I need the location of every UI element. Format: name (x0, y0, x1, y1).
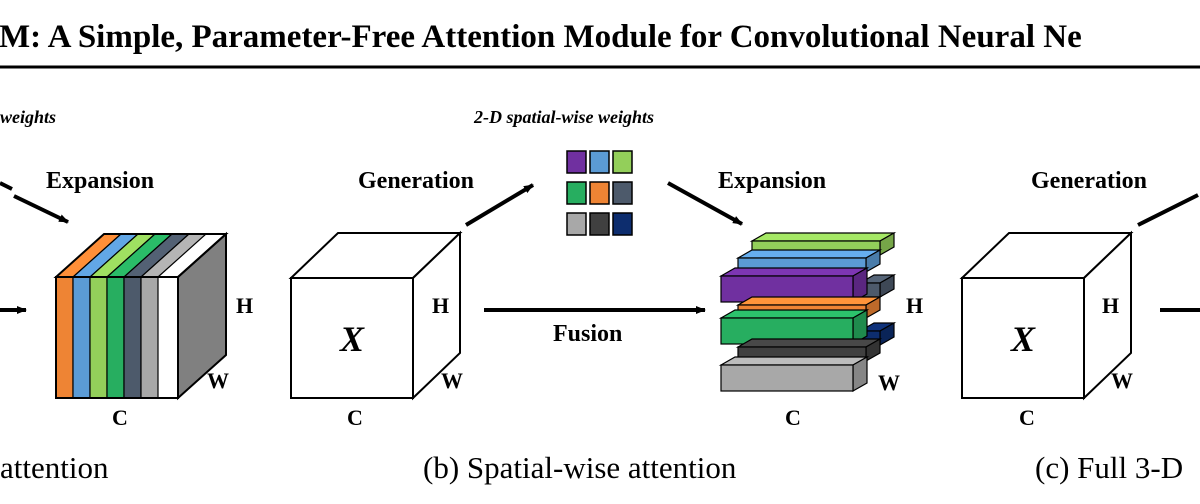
incoming-arrow-a (0, 181, 13, 191)
expansion-arrow-a (13, 194, 69, 224)
dim-w-a: W (207, 368, 229, 393)
cube-front (290, 277, 414, 399)
spatial-weight-cell (612, 212, 633, 236)
spatial-weight-cell (589, 212, 610, 236)
channel-weights-label: weights (0, 107, 56, 127)
spatial-weights-label: 2-D spatial-wise weights (473, 107, 654, 127)
dim-h-a: H (236, 293, 253, 318)
panel-c: X H W C Generation (c) Full 3-D (959, 168, 1200, 485)
dim-c-c: C (1019, 405, 1035, 430)
spatial-weight-cell (566, 181, 587, 205)
stack-bar-top (718, 267, 870, 277)
cube-symbol-x-c: X (1010, 319, 1036, 359)
input-cube-b: X (288, 230, 463, 401)
spatial-weight-grid (566, 150, 633, 236)
panel-a: weights Expansion H W C attention (0, 107, 253, 485)
stack-bar-top (718, 356, 870, 366)
generation-label-c: Generation (1031, 168, 1147, 194)
spatial-weight-cell (566, 150, 587, 174)
page-title: M: A Simple, Parameter-Free Attention Mo… (0, 19, 1082, 55)
expansion-label-a: Expansion (46, 168, 154, 194)
generation-label-b: Generation (358, 168, 474, 194)
dim-h-c: H (1102, 293, 1119, 318)
dim-c-b: C (347, 405, 363, 430)
fusion-label: Fusion (553, 321, 622, 347)
channel-slice (123, 276, 142, 399)
channel-slice (140, 276, 159, 399)
generation-arrow-c (1137, 193, 1199, 227)
spatial-weight-cell (589, 150, 610, 174)
dim-w-c: W (1111, 368, 1133, 393)
stack-bar-top (735, 296, 883, 306)
stack-bar-top (735, 338, 883, 348)
dim-w-b: W (441, 368, 463, 393)
panel-b: X H W C Generation 2-D spatial-wise weig… (288, 107, 923, 485)
expansion-arrow-b (667, 181, 743, 226)
stack-bar-top (749, 232, 897, 242)
caption-b: (b) Spatial-wise attention (423, 450, 737, 485)
spatial-weight-cell (612, 181, 633, 205)
channel-slice (55, 276, 74, 399)
channel-expanded-cube (53, 231, 229, 401)
spatial-weight-cell (566, 212, 587, 236)
caption-c: (c) Full 3-D (1035, 450, 1183, 485)
stack-bar (720, 364, 854, 392)
stack-bar-top (718, 309, 870, 319)
cube-front (961, 277, 1085, 399)
channel-slice (72, 276, 91, 399)
cube-symbol-x: X (339, 319, 365, 359)
spatial-weight-cell (612, 150, 633, 174)
dim-w-b-out: W (878, 370, 900, 395)
dim-c-b-out: C (785, 405, 801, 430)
dim-h-b: H (432, 293, 449, 318)
generation-arrow-b (464, 183, 535, 227)
cube-front-outline (55, 276, 179, 399)
dim-c-a: C (112, 405, 128, 430)
stack-bar-top (735, 249, 883, 259)
spatial-weight-cell (589, 181, 610, 205)
caption-a: attention (0, 450, 109, 485)
input-cube-c: X (959, 230, 1134, 401)
channel-slice (106, 276, 125, 399)
channel-slice (89, 276, 108, 399)
spatial-expanded-stack (718, 231, 897, 393)
dim-h-b-out: H (906, 293, 923, 318)
expansion-label-b: Expansion (718, 168, 826, 194)
